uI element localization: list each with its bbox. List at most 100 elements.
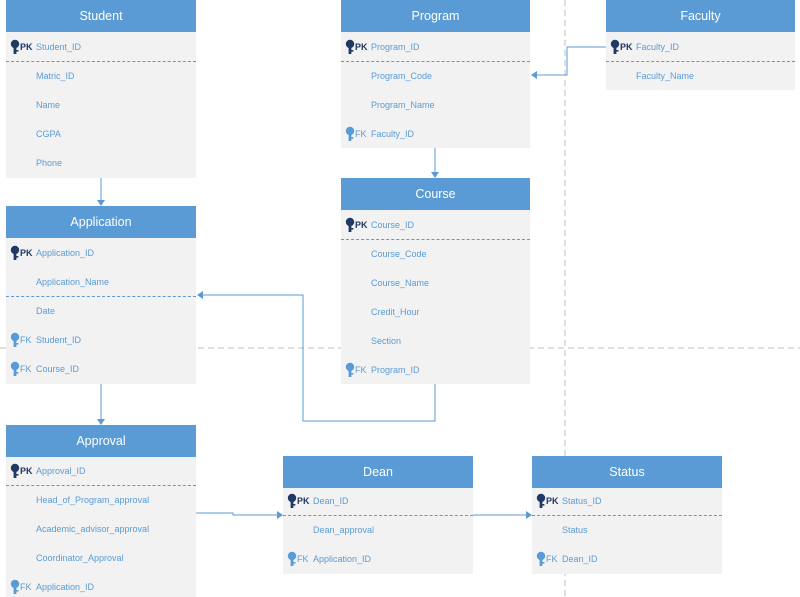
field-row[interactable]: Matric_ID [6, 67, 196, 85]
primary-key-icon: PK [10, 462, 36, 480]
field-name: Credit_Hour [371, 307, 420, 317]
field-row[interactable]: Application_Name [6, 273, 196, 291]
arrowhead-course-application [197, 291, 203, 299]
field-name: Student_ID [36, 335, 82, 345]
key-label: FK [355, 129, 367, 139]
field-row[interactable]: Faculty_Name [606, 67, 795, 85]
field-row[interactable]: Date [6, 302, 196, 320]
field-name: Dean_approval [313, 525, 375, 535]
key-label: FK [546, 554, 558, 564]
key-label: PK [355, 42, 368, 52]
field-row[interactable]: Status [532, 521, 722, 539]
field-row[interactable]: Credit_Hour [341, 303, 530, 321]
key-label: PK [20, 466, 33, 476]
connector-course-application [200, 294, 436, 422]
pk-separator [606, 61, 795, 62]
primary-key-icon: PK [345, 216, 371, 234]
arrowhead-faculty-program [531, 71, 537, 79]
field-row[interactable]: FK Faculty_ID [341, 125, 530, 143]
field-name: Application_ID [313, 554, 372, 564]
key-label: PK [297, 496, 310, 506]
field-name: Dean_ID [562, 554, 598, 564]
foreign-key-icon: FK [345, 361, 371, 379]
pk-separator [6, 61, 196, 62]
field-row[interactable]: FK Application_ID [6, 578, 196, 596]
field-name: Phone [36, 158, 63, 168]
primary-key-icon: PK [287, 492, 313, 510]
field-row[interactable]: Head_of_Program_approval [6, 491, 196, 509]
entity-title: Course [341, 178, 530, 210]
connector-arrowheads [97, 71, 537, 519]
relationship-connectors [100, 46, 606, 516]
field-name: Status_ID [562, 496, 602, 506]
foreign-key-icon: FK [287, 550, 313, 568]
field-name: Approval_ID [36, 466, 86, 476]
key-label: PK [620, 42, 633, 52]
arrowhead-approval-dean [277, 511, 283, 519]
field-name: Application_ID [36, 582, 95, 592]
arrowhead-program-course [431, 172, 439, 178]
field-row[interactable]: FK Program_ID [341, 361, 530, 379]
field-row[interactable]: Coordinator_Approval [6, 549, 196, 567]
entity-title: Student [6, 0, 196, 32]
field-name: Head_of_Program_approval [36, 495, 150, 505]
field-name: Student_ID [36, 42, 82, 52]
pk-separator [341, 239, 530, 240]
field-name: Matric_ID [36, 71, 75, 81]
arrowhead-student-application [97, 200, 105, 206]
field-row[interactable]: Program_Name [341, 96, 530, 114]
field-row[interactable]: FK Dean_ID [532, 550, 722, 568]
foreign-key-icon: FK [10, 578, 36, 596]
primary-key-icon: PK [536, 492, 562, 510]
field-name: Date [36, 306, 56, 316]
entity-title: Application [6, 206, 196, 238]
foreign-key-icon: FK [10, 331, 36, 349]
field-name: Course_ID [36, 364, 80, 374]
entity-title: Dean [283, 456, 473, 488]
foreign-key-icon: FK [10, 360, 36, 378]
field-row[interactable]: Program_Code [341, 67, 530, 85]
arrowhead-dean-status [526, 511, 532, 519]
field-row[interactable]: CGPA [6, 125, 196, 143]
key-label: FK [355, 365, 367, 375]
field-name: Faculty_ID [371, 129, 415, 139]
field-row[interactable]: Course_Name [341, 274, 530, 292]
key-label: FK [20, 582, 32, 592]
field-row[interactable]: Name [6, 96, 196, 114]
primary-key-icon: PK [610, 38, 636, 56]
field-name: Course_ID [371, 220, 415, 230]
field-name: Faculty_ID [636, 42, 680, 52]
field-row[interactable]: Section [341, 332, 530, 350]
field-name: Status [562, 525, 588, 535]
field-name: Program_ID [371, 42, 420, 52]
field-row[interactable]: Academic_advisor_approval [6, 520, 196, 538]
field-name: Application_Name [36, 277, 110, 287]
field-row[interactable]: Course_Code [341, 245, 530, 263]
field-name: Program_ID [371, 365, 420, 375]
primary-key-icon: PK [10, 38, 36, 56]
field-row[interactable]: Dean_approval [283, 521, 473, 539]
field-name: Coordinator_Approval [36, 553, 124, 563]
field-row[interactable]: Phone [6, 154, 196, 172]
primary-key-icon: PK [345, 38, 371, 56]
entity-title: Program [341, 0, 530, 32]
